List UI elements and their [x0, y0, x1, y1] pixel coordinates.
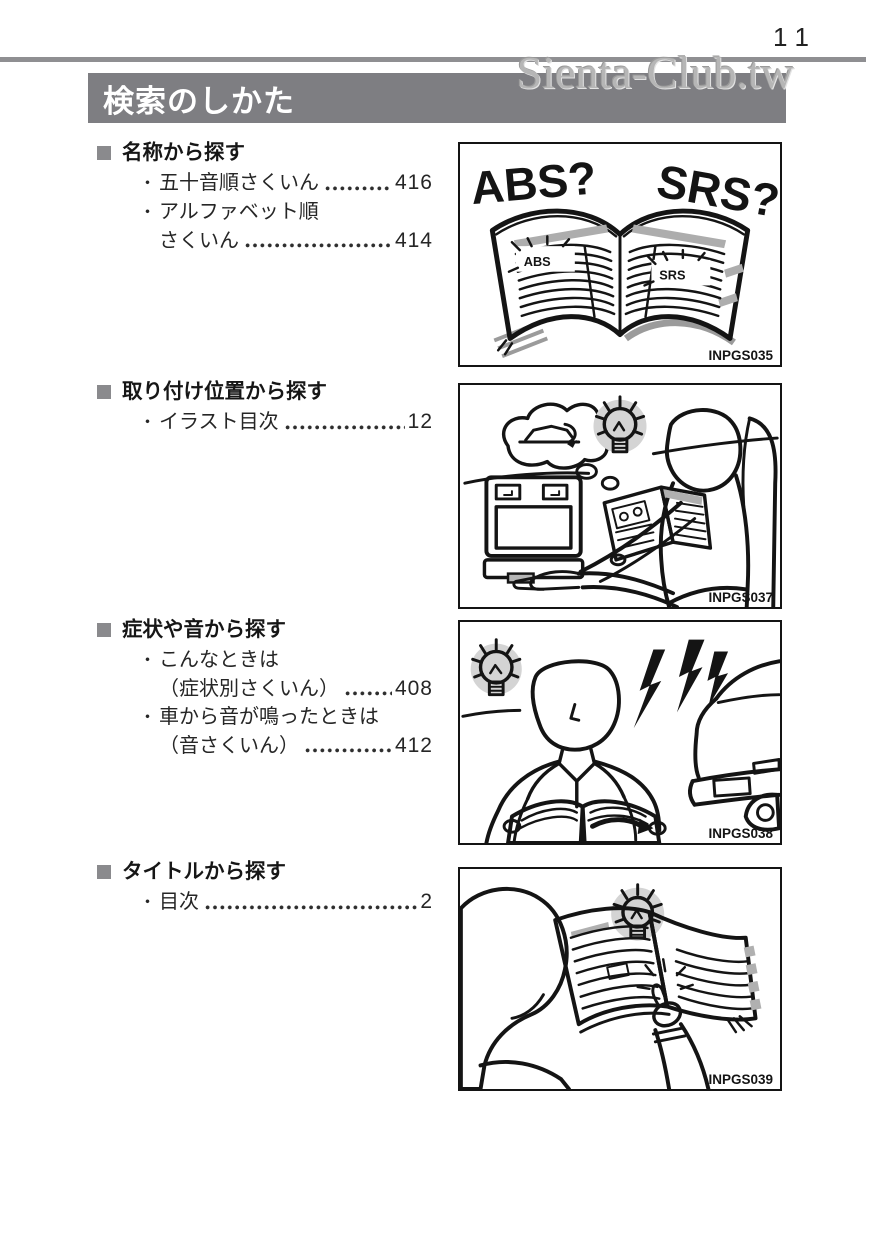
item-bullet: ・ [139, 893, 156, 912]
dashboard-console [482, 475, 585, 584]
section-heading: タイトルから探す [97, 860, 433, 884]
driver-reading-manual-illustration [463, 395, 779, 607]
toc-item: ・ こんなときは （症状別さくいん） 408 [139, 646, 433, 703]
toc-item: ・ 目次 2 [139, 888, 433, 917]
item-bullet: ・ [139, 651, 156, 670]
toc-entry-label: 車から音が鳴ったときは [159, 706, 379, 728]
figure-table-of-contents: INPGS039 [458, 867, 782, 1091]
index-entry-left: ABS [524, 254, 551, 269]
section-heading: 症状や音から探す [97, 618, 433, 642]
square-bullet-icon [97, 865, 111, 879]
toc-page-number: 12 [407, 410, 433, 433]
dot-leader [205, 904, 418, 911]
section-search-by-title: タイトルから探す ・ 目次 2 [97, 860, 433, 917]
page-number: 11 [773, 22, 818, 52]
square-bullet-icon [97, 385, 111, 399]
square-bullet-icon [97, 146, 111, 160]
reader-head [460, 886, 571, 1089]
dot-leader [245, 242, 392, 249]
toc-entry-label-cont: （症状別さくいん） [159, 678, 339, 700]
man-with-manual-car-noise-illustration [461, 638, 780, 843]
pointing-hand [512, 570, 679, 607]
toc-entry-label: こんなときは [159, 649, 279, 671]
abs-label: ABS? [469, 151, 599, 214]
section-heading-label: 名称から探す [122, 141, 245, 164]
seated-person [578, 408, 778, 607]
dot-leader [325, 185, 392, 192]
section-search-by-location: 取り付け位置から探す ・ イラスト目次 12 [97, 380, 433, 437]
car-front [688, 659, 780, 832]
open-book [553, 906, 762, 1034]
open-book-index-illustration: ABS SRS ABS? SRS? [469, 151, 780, 358]
reader-pointing-in-book-illustration [460, 883, 762, 1089]
toc-page-number: 2 [420, 890, 433, 913]
toc-entry-label: アルファベット順 [159, 201, 319, 223]
watermark: Sienta-Club.tw [516, 47, 794, 98]
section-heading: 取り付け位置から探す [97, 380, 433, 404]
toc-page-number: 412 [394, 734, 433, 757]
toc-item: ・ イラスト目次 12 [139, 408, 433, 437]
toc-item: ・ アルファベット順 さくいん 414 [139, 198, 433, 255]
section-heading-label: 症状や音から探す [122, 618, 286, 641]
figure-code: INPGS037 [708, 590, 773, 605]
open-manual [602, 485, 713, 567]
figure-name-index: ABS SRS ABS? SRS? INPGS035 [458, 142, 782, 367]
pointing-hand [636, 958, 711, 1089]
section-heading-label: 取り付け位置から探す [122, 380, 327, 403]
toc-entry-label: 目次 [159, 891, 199, 913]
toc-page-number: 408 [394, 677, 433, 700]
toc-item: ・ 車から音が鳴ったときは （音さくいん） 412 [139, 703, 433, 760]
toc-entry-label-cont: さくいん [159, 230, 239, 252]
top-rule [0, 57, 866, 62]
section-heading-label: タイトルから探す [122, 860, 286, 883]
chapter-title: 検索のしかた [103, 83, 295, 119]
dot-leader [345, 690, 392, 697]
section-heading: 名称から探す [97, 141, 433, 165]
chapter-title-bar: 検索のしかた [88, 73, 786, 123]
light-bulb-icon [611, 883, 665, 941]
figure-illustrated-index: INPGS037 [458, 383, 782, 609]
toc-entry-label: イラスト目次 [159, 411, 279, 433]
toc-page-number: 414 [394, 229, 433, 252]
item-bullet: ・ [139, 174, 156, 193]
item-bullet: ・ [139, 203, 156, 222]
toc-page-number: 416 [394, 171, 433, 194]
dot-leader [284, 424, 405, 431]
figure-code: INPGS039 [708, 1072, 773, 1087]
light-bulb-icon [470, 638, 522, 697]
section-search-by-symptom: 症状や音から探す ・ こんなときは （症状別さくいん） 408 ・ 車から音が鳴… [97, 618, 433, 760]
page-header-band [513, 224, 609, 249]
lightning-bolts-icon [633, 639, 729, 729]
open-book [502, 799, 667, 843]
figure-symptom-index: INPGS038 [458, 620, 782, 845]
dot-leader [305, 747, 392, 754]
square-bullet-icon [97, 623, 111, 637]
figure-code: INPGS038 [708, 826, 773, 841]
toc-entry-label-cont: （音さくいん） [159, 735, 299, 757]
light-bulb-icon [593, 395, 647, 454]
right-page-text-lines [624, 243, 726, 319]
figure-code: INPGS035 [708, 348, 773, 363]
item-bullet: ・ [139, 708, 156, 727]
index-entry-right: SRS [659, 268, 685, 283]
item-bullet: ・ [139, 413, 156, 432]
toc-entry-label: 五十音順さくいん [159, 172, 319, 194]
section-search-by-name: 名称から探す ・ 五十音順さくいん 416 ・ アルファベット順 さくいん 41… [97, 141, 433, 255]
toc-item: ・ 五十音順さくいん 416 [139, 169, 433, 198]
